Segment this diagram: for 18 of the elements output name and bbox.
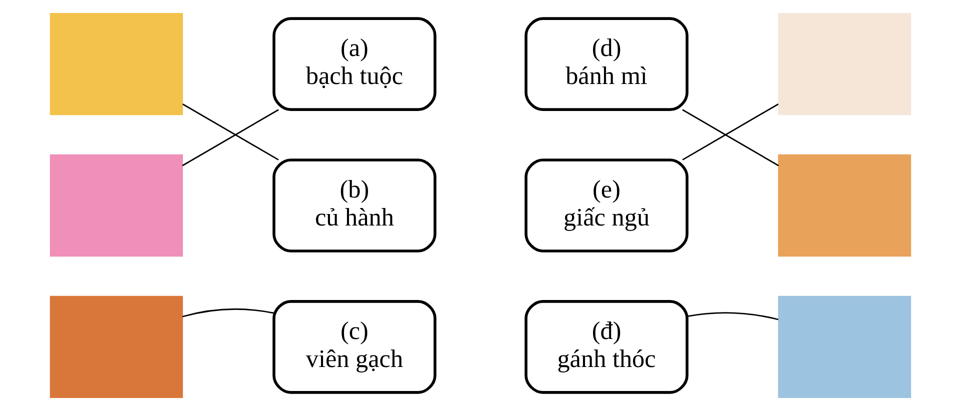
node-box xyxy=(49,296,182,398)
connector xyxy=(682,109,778,166)
node-box xyxy=(49,12,182,116)
node-box xyxy=(778,12,911,116)
node-box xyxy=(778,154,911,257)
node-box: (e) giấc ngủ xyxy=(524,158,688,252)
node-box: (c) viên gạch xyxy=(272,300,436,394)
node-box: (b) củ hành xyxy=(272,158,436,252)
connector xyxy=(182,308,274,318)
node-box xyxy=(49,154,182,257)
node-box: (a) bạch tuộc xyxy=(272,17,436,111)
connector xyxy=(686,312,778,320)
node-box: (đ) gánh thóc xyxy=(524,300,688,394)
connector xyxy=(182,109,278,166)
node-box xyxy=(778,296,911,398)
node-box: (d) bánh mì xyxy=(524,17,688,111)
connector xyxy=(182,103,278,160)
connector xyxy=(682,103,778,160)
